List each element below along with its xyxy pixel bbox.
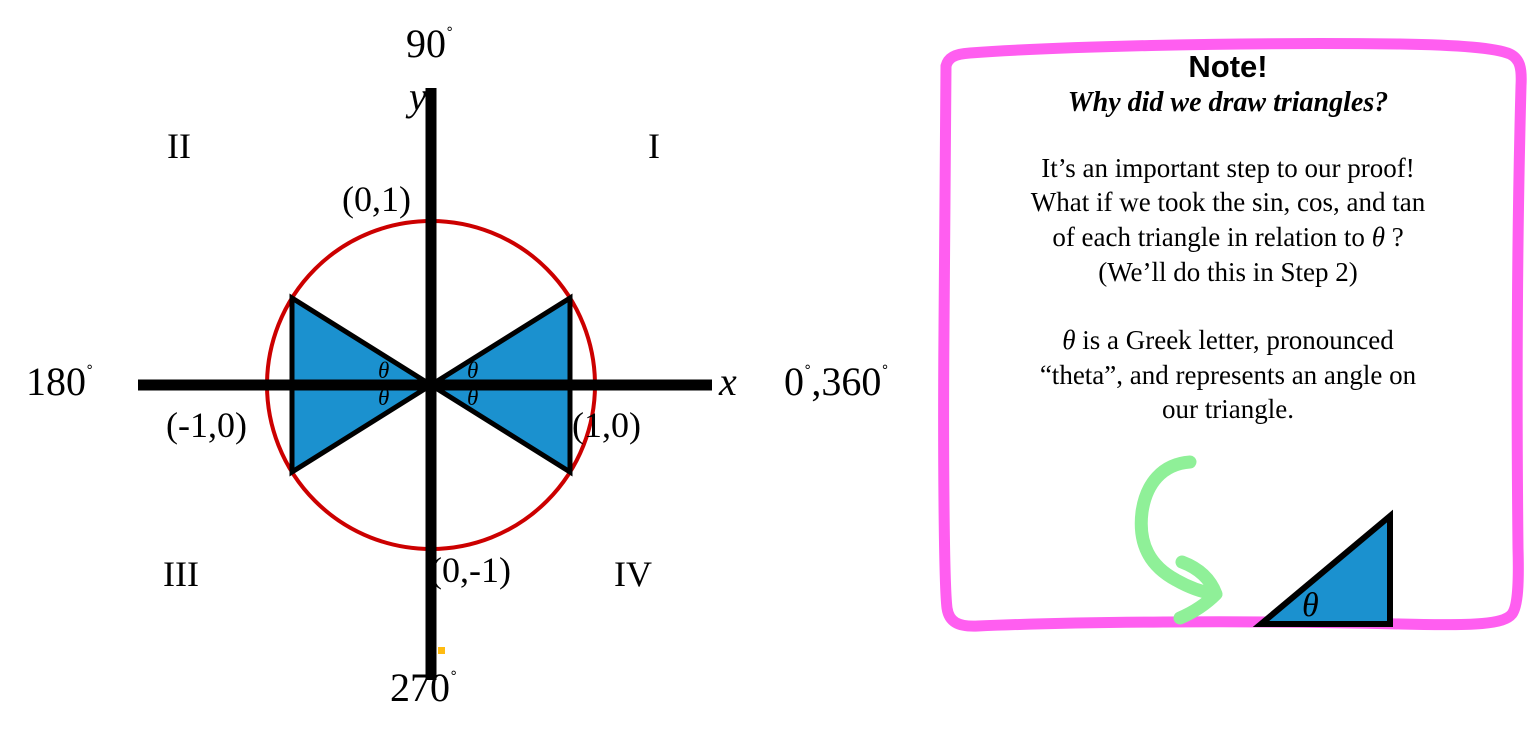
note-figure: θ (1134, 455, 1393, 627)
unit-circle-graphic (138, 88, 712, 680)
note-paragraph-two-line-2: “theta”, and represents an angle on (1039, 359, 1417, 390)
theta-quadrant-two: θ (378, 358, 390, 383)
triangle-quadrant-one (422, 293, 573, 388)
quadrant-label-one: I (648, 126, 660, 166)
unit-circle-diagram: 90˚ 180˚ 270˚ 0˚,360˚ y x II I III IV (0… (26, 21, 889, 710)
note-paragraph-two: θ is a Greek letter, pronounced “theta”,… (964, 323, 1492, 427)
note-paragraph-one-line-4: (We’ll do this in Step 2) (1098, 256, 1358, 287)
note-paragraph-one-line-1: It’s an important step to our proof! (1041, 152, 1415, 183)
note-line-theta-icon: θ (1062, 325, 1076, 356)
theta-quadrant-three: θ (378, 385, 390, 410)
note-paragraph-one: It’s an important step to our proof! Wha… (964, 151, 1492, 289)
triangle-quadrant-two (289, 293, 440, 388)
note-line-3-suffix: ? (1384, 222, 1404, 252)
note-border-stroke (938, 38, 1527, 632)
angle-label-180: 180˚ (26, 359, 94, 404)
note-paragraph-two-line-3: our triangle. (1162, 394, 1294, 425)
note-line-3-prefix: of each triangle in relation to (1052, 222, 1372, 252)
example-right-triangle (1252, 509, 1393, 627)
note-subtitle: Why did we draw triangles? (1067, 86, 1389, 118)
note-paragraph-two-line-1: θ is a Greek letter, pronounced (964, 323, 1492, 358)
angle-label-270: 270˚ (390, 665, 458, 710)
note-paragraph-one-line-2: What if we took the sin, cos, and tan (1030, 187, 1426, 218)
quadrant-label-three: III (163, 554, 199, 594)
note-title: Note! (1188, 49, 1268, 84)
curved-arrow-shaft-icon (1134, 455, 1221, 601)
x-axis-label: x (719, 359, 737, 404)
coordinate-label-right: (1,0) (572, 405, 641, 445)
coordinate-label-bottom: (0,-1) (430, 550, 511, 590)
triangle-quadrant-four (422, 382, 573, 477)
coordinate-label-left: (-1,0) (166, 405, 247, 445)
quadrant-label-two: II (167, 126, 191, 166)
note-text-block: Note! Why did we draw triangles? It’s an… (964, 49, 1492, 427)
y-axis-label: y (409, 74, 427, 119)
note-line-theta-suffix: is a Greek letter, pronounced (1075, 325, 1394, 356)
note-paragraph-one-line-3: of each triangle in relation to θ ? (964, 220, 1492, 255)
decorative-dot (438, 647, 445, 654)
note-card-border (938, 38, 1527, 632)
curved-arrow-head-icon (1173, 555, 1223, 625)
triangle-quadrant-three (289, 382, 440, 477)
angle-label-90: 90˚ (406, 21, 454, 66)
coordinate-label-top: (0,1) (342, 179, 411, 219)
note-card: Note! Why did we draw triangles? It’s an… (930, 28, 1530, 648)
note-line-3-theta-icon: θ (1371, 222, 1385, 252)
example-triangle-theta-label: θ (1302, 587, 1319, 624)
theta-quadrant-four: θ (467, 385, 479, 410)
angle-label-0-360: 0˚,360˚ (784, 359, 889, 404)
theta-quadrant-one: θ (467, 358, 479, 383)
quadrant-label-four: IV (614, 554, 652, 594)
